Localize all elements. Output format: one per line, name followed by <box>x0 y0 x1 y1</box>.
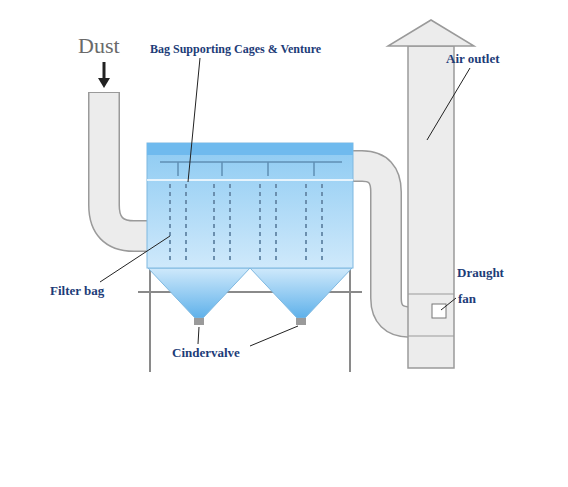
hopper <box>250 268 352 318</box>
part-label: Cindervalve <box>172 346 240 360</box>
stack-cap <box>388 20 474 46</box>
support-frame <box>138 268 362 372</box>
part-label: Filter bag <box>50 284 104 298</box>
stack-band <box>408 294 454 295</box>
cinder-valve <box>296 318 306 325</box>
dust-arrowhead <box>98 78 110 88</box>
venturi-nozzles <box>178 162 314 176</box>
tube-sheet <box>147 179 353 181</box>
collector-housing <box>147 143 353 268</box>
hopper <box>148 268 250 318</box>
part-label: Air outlet <box>446 52 500 66</box>
dust-arrow <box>103 62 106 80</box>
inlet-duct <box>104 92 152 236</box>
draught-fan <box>432 304 446 318</box>
outlet-duct-fill <box>348 166 416 322</box>
cinder-valve <box>194 318 204 325</box>
leader-lines <box>100 58 470 346</box>
part-label: fan <box>458 292 476 306</box>
exhaust-stack <box>408 46 454 368</box>
inlet-duct-fill <box>104 93 152 236</box>
part-label: Bag Supporting Cages & Venture <box>150 43 321 56</box>
filter-bags <box>170 184 322 262</box>
outlet-duct <box>348 166 416 322</box>
inlet-label: Dust <box>78 34 120 58</box>
collector-top <box>147 143 353 155</box>
part-label: Draught <box>457 266 504 280</box>
stack-band <box>408 336 454 337</box>
